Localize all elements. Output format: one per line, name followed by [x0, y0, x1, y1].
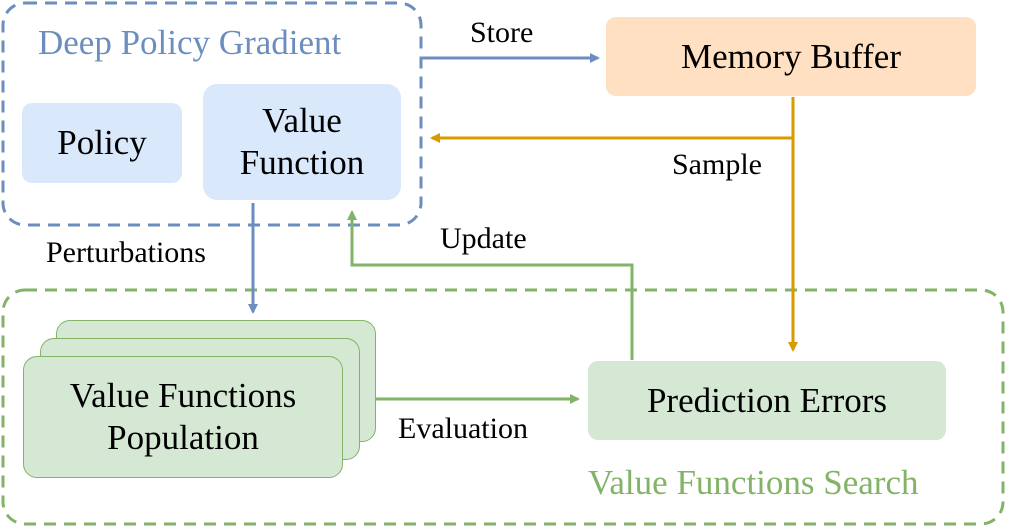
value-functions-search-title: Value Functions Search	[588, 462, 918, 504]
prediction-errors-node: Prediction Errors	[588, 361, 946, 440]
value-function-label-line2: Function	[240, 142, 364, 184]
sample-label: Sample	[672, 148, 762, 182]
evaluation-label: Evaluation	[398, 412, 528, 446]
population-label-line1: Value Functions	[70, 375, 297, 417]
store-label: Store	[470, 16, 533, 50]
memory-buffer-node: Memory Buffer	[606, 17, 976, 96]
memory-buffer-label: Memory Buffer	[681, 36, 901, 78]
update-label: Update	[440, 222, 527, 256]
perturbations-label: Perturbations	[46, 236, 206, 270]
population-label-line2: Population	[107, 417, 259, 459]
value-function-label-line1: Value	[262, 100, 342, 142]
prediction-errors-label: Prediction Errors	[647, 380, 887, 422]
deep-policy-gradient-title: Deep Policy Gradient	[38, 22, 341, 64]
population-node: Value Functions Population	[23, 356, 343, 478]
policy-label: Policy	[57, 122, 146, 164]
policy-node: Policy	[22, 103, 182, 183]
value-function-node: Value Function	[203, 84, 401, 200]
